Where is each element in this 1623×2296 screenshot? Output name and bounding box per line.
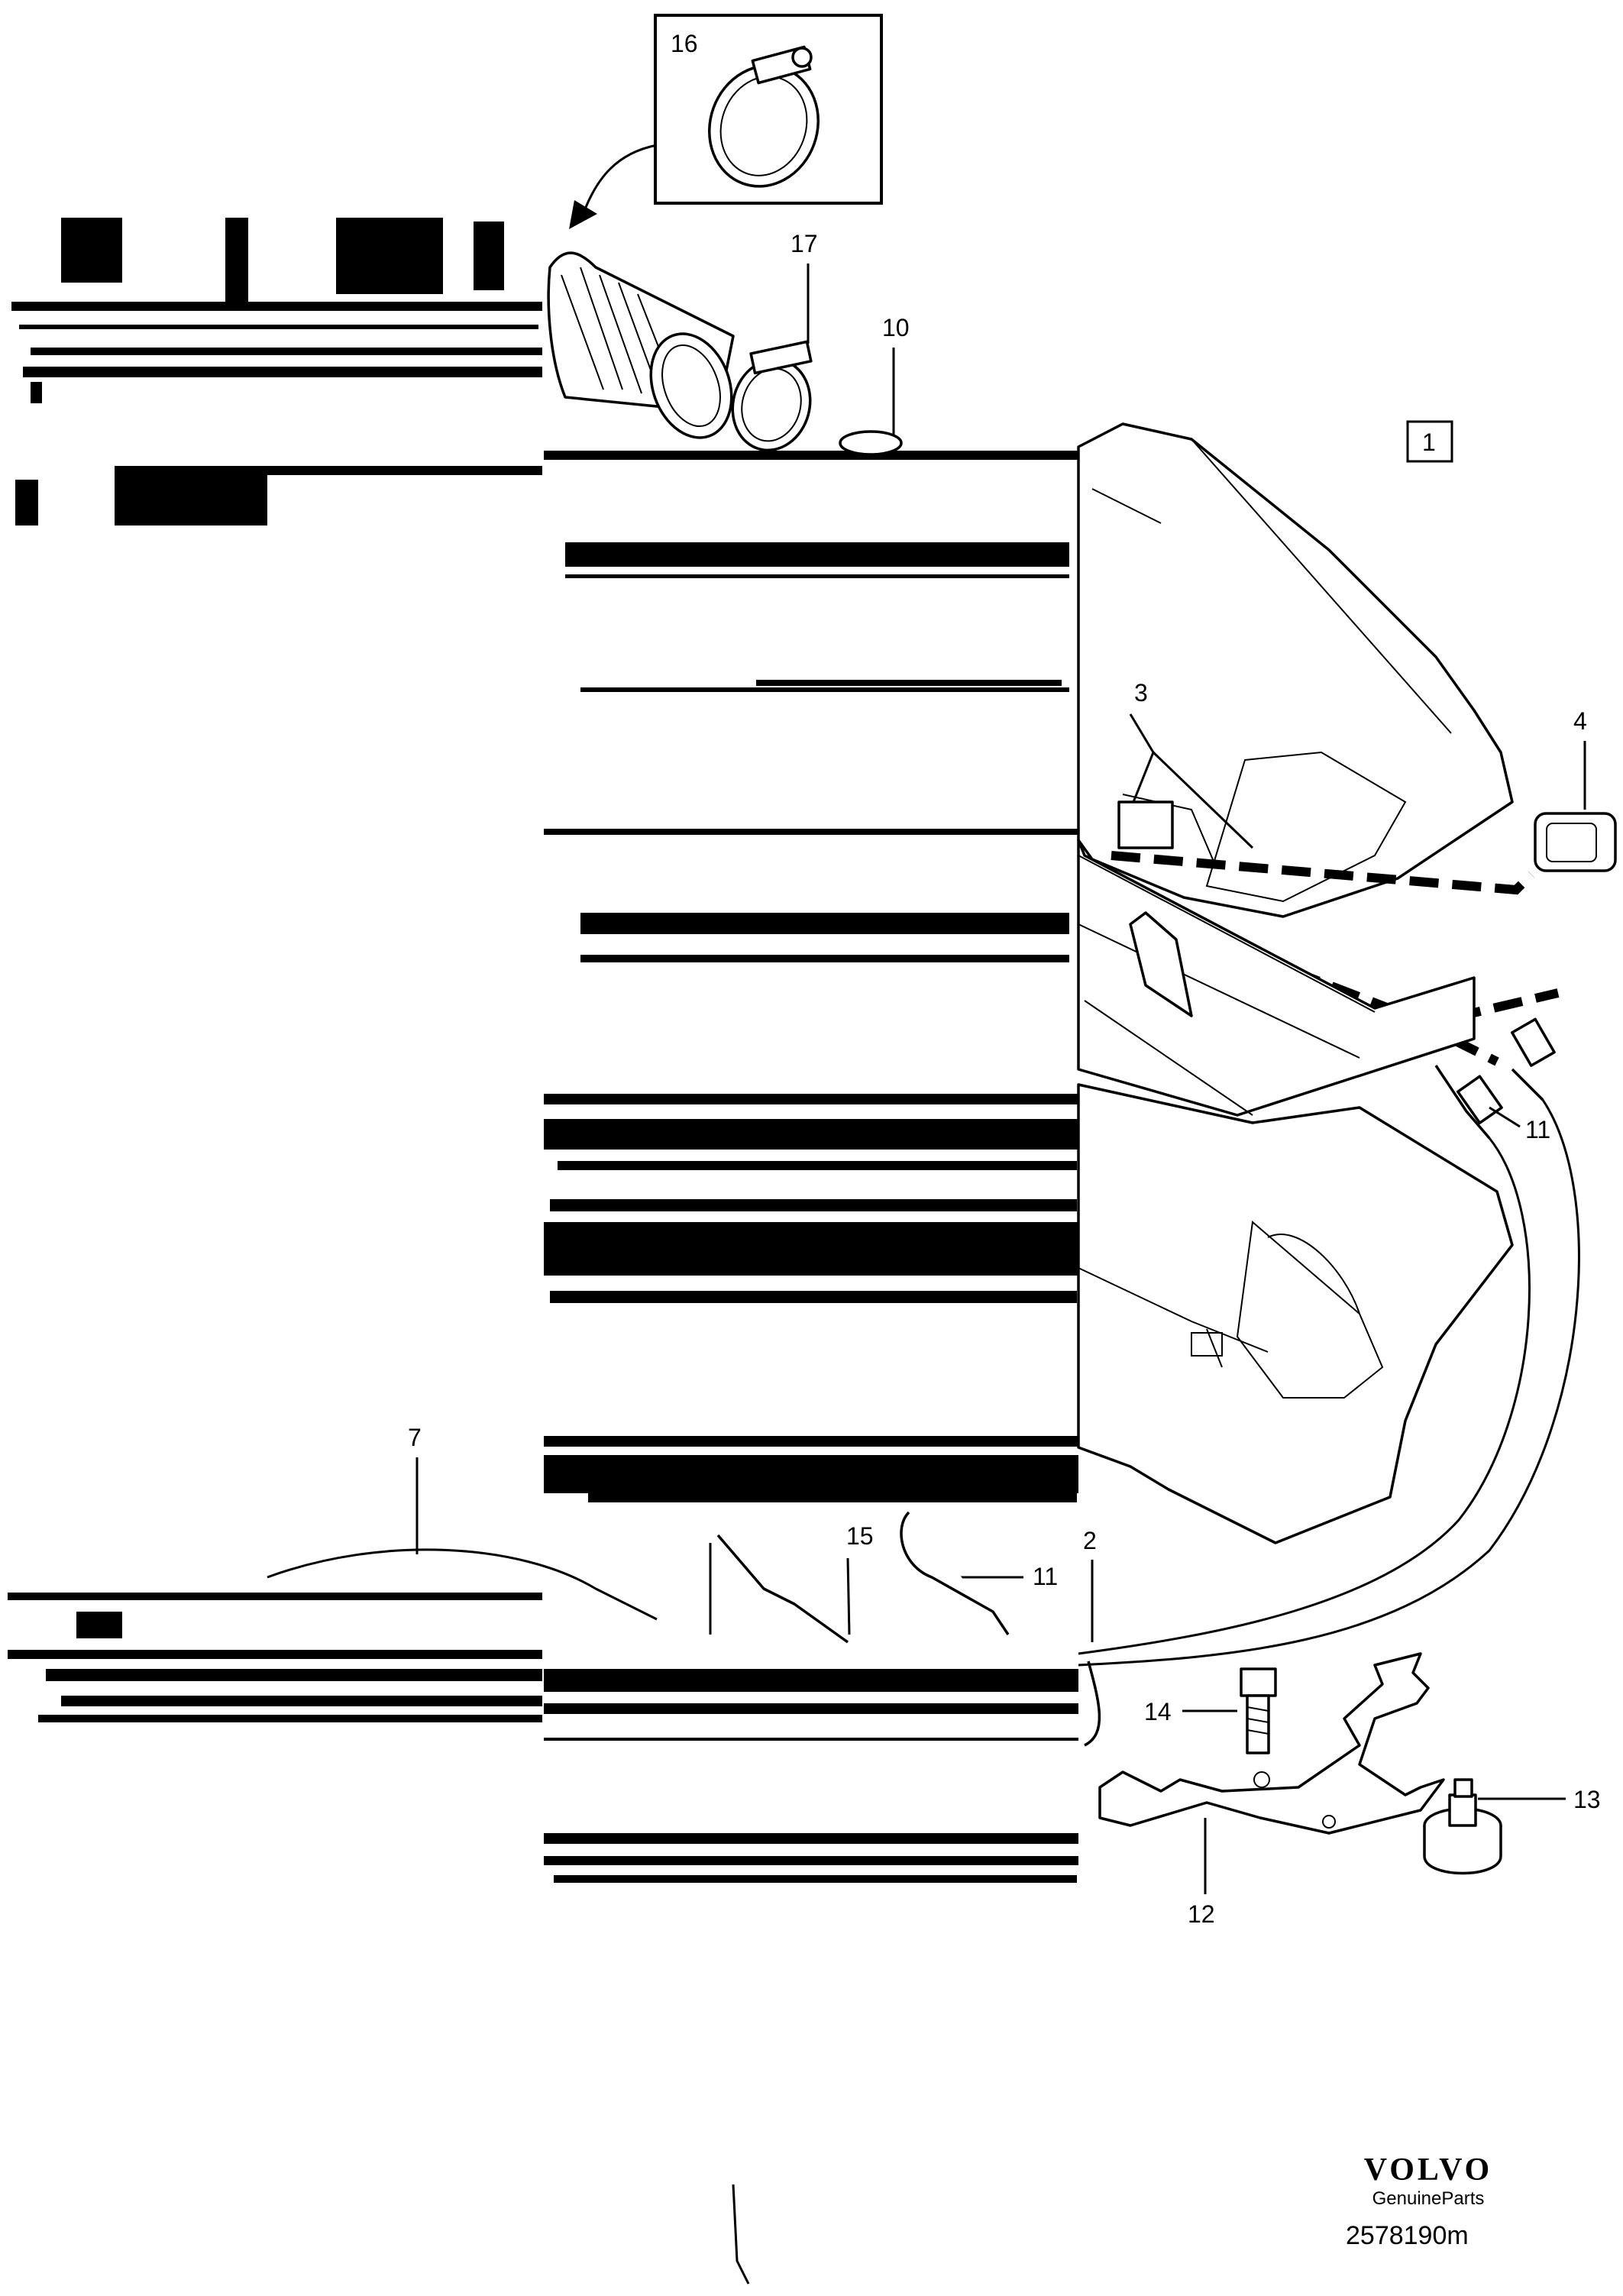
callout-3: 3 <box>1134 679 1148 707</box>
bracket-12 <box>1098 1652 1445 1835</box>
callout-14: 14 <box>1144 1698 1172 1725</box>
callout-11-lower: 11 <box>1033 1563 1058 1590</box>
hoses-11 <box>1078 1017 1580 1667</box>
sensor-10 <box>839 430 903 456</box>
callout-11-upper: 11 <box>1525 1116 1550 1143</box>
edge-fragment-2 <box>1084 1661 1101 1747</box>
render-artifact-center <box>544 451 1078 1883</box>
callout-13: 13 <box>1573 1786 1601 1813</box>
brand-subtitle: GenuineParts <box>1372 2188 1485 2209</box>
clamp-detail-inset <box>654 14 883 205</box>
callout-7: 7 <box>408 1424 422 1451</box>
callout-2: 2 <box>1083 1527 1097 1554</box>
rubber-mount-13 <box>1423 1778 1502 1875</box>
inset-arrowhead <box>569 200 597 229</box>
air-filter-housing-lower <box>1077 1083 1514 1544</box>
screw-14 <box>1240 1667 1277 1754</box>
leader-11-upper <box>1489 1106 1521 1128</box>
air-filter-element <box>1077 839 1476 1117</box>
alignment-dash-1 <box>1111 851 1535 895</box>
hose-15 <box>716 1534 849 1644</box>
hose-11-lower <box>900 1511 1010 1635</box>
callout-16: 16 <box>671 30 698 57</box>
hose-clamp-17 <box>731 340 813 452</box>
air-filter-cover <box>1077 422 1514 918</box>
leader-3b <box>1152 751 1254 849</box>
callout-4: 4 <box>1573 707 1587 735</box>
callout-1-box <box>1406 420 1453 463</box>
sensor-connector-4 <box>1534 812 1617 872</box>
hose-7 <box>267 1548 658 1621</box>
callout-12: 12 <box>1188 1900 1215 1928</box>
inset-arrow <box>579 144 658 222</box>
callout-10: 10 <box>882 314 910 341</box>
edge-fragment <box>732 2184 750 2285</box>
callout-1: 1 <box>1422 428 1436 456</box>
leader-15 <box>846 1557 851 1635</box>
render-artifact-lower-left <box>8 1593 542 1722</box>
diagram-reference-number: 2578190m <box>1346 2221 1469 2250</box>
callout-17: 17 <box>790 230 818 257</box>
brand-logo: VOLVO <box>1363 2152 1493 2188</box>
render-artifact-left <box>11 218 542 525</box>
brand-block: VOLVO GenuineParts <box>1333 2152 1524 2210</box>
intake-bellows-hose <box>547 251 735 439</box>
clip-3 <box>1117 800 1174 849</box>
callout-15: 15 <box>846 1522 874 1550</box>
